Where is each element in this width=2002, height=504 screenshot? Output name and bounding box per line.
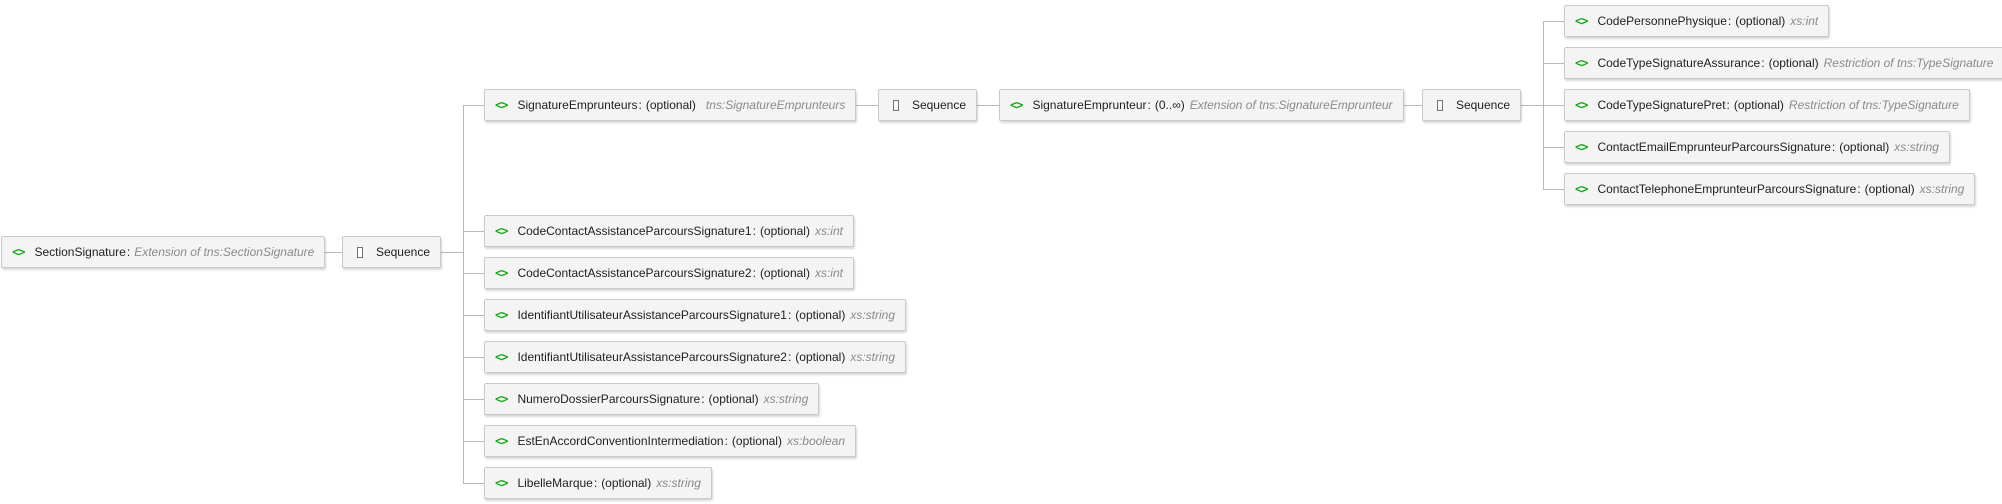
element-node-code-personne-physique[interactable]: <> CodePersonnePhysique : (optional) xs:… [1564,5,1830,37]
element-angle-brackets-icon: <> [495,350,508,364]
element-cardinality: (0..∞) [1154,98,1185,112]
element-cardinality: (optional) [708,392,759,406]
element-angle-brackets-icon: <> [495,224,508,238]
element-node-signature-emprunteur[interactable]: <> SignatureEmprunteur : (0..∞) Extensio… [999,89,1404,121]
element-separator: : [593,476,598,490]
element-type: xs:string [850,350,895,364]
element-name: SignatureEmprunteurs [517,98,638,112]
element-node-signature-emprunteurs[interactable]: <> SignatureEmprunteurs : (optional) tns… [484,89,857,121]
element-cardinality: (optional) [759,266,810,280]
element-node-section-signature[interactable]: <> SectionSignature : Extension of tns:S… [1,236,326,268]
element-cardinality: (optional) [1735,14,1786,28]
element-name: CodeContactAssistanceParcoursSignature2 [517,266,752,280]
element-node-est-en-accord[interactable]: <> EstEnAccordConventionIntermediation :… [484,425,856,457]
element-type: xs:string [656,476,701,490]
element-node-code-contact-assistance-2[interactable]: <> CodeContactAssistanceParcoursSignatur… [484,257,854,289]
element-node-contact-telephone[interactable]: <> ContactTelephoneEmprunteurParcoursSig… [1564,173,1976,205]
element-separator: : [126,245,131,259]
element-angle-brackets-icon: <> [495,392,508,406]
element-type: xs:string [1894,140,1939,154]
element-cardinality: (optional) [645,98,696,112]
element-name: SignatureEmprunteur [1032,98,1147,112]
element-name: CodeContactAssistanceParcoursSignature1 [517,224,752,238]
element-name: CodeTypeSignatureAssurance [1597,56,1761,70]
element-angle-brackets-icon: <> [495,98,508,112]
element-node-libelle-marque[interactable]: <> LibelleMarque : (optional) xs:string [484,467,712,499]
element-name: CodeTypeSignaturePret [1597,98,1726,112]
element-separator: : [638,98,642,112]
sequence-label: Sequence [375,245,430,259]
sequence-compositor-icon [357,246,363,258]
element-cardinality: (optional) [1768,56,1819,70]
element-angle-brackets-icon: <> [1010,98,1023,112]
element-angle-brackets-icon: <> [1575,56,1588,70]
element-angle-brackets-icon: <> [1575,98,1588,112]
element-cardinality: (optional) [795,308,846,322]
element-cardinality: (optional) [731,434,782,448]
element-type: Extension of tns:SignatureEmprunteur [1189,98,1393,112]
element-name: EstEnAccordConventionIntermediation [517,434,724,448]
sequence-label: Sequence [911,98,966,112]
element-node-code-type-signature-pret[interactable]: <> CodeTypeSignaturePret : (optional) Re… [1564,89,1970,121]
element-separator: : [1857,182,1861,196]
element-angle-brackets-icon: <> [495,434,508,448]
element-angle-brackets-icon: <> [495,476,508,490]
element-node-identifiant-utilisateur-2[interactable]: <> IdentifiantUtilisateurAssistanceParco… [484,341,906,373]
element-node-code-type-signature-assurance[interactable]: <> CodeTypeSignatureAssurance : (optiona… [1564,47,2002,79]
element-node-identifiant-utilisateur-1[interactable]: <> IdentifiantUtilisateurAssistanceParco… [484,299,906,331]
sequence-label: Sequence [1455,98,1510,112]
element-cardinality: (optional) [1864,182,1915,196]
element-type: xs:int [1790,14,1819,28]
element-angle-brackets-icon: <> [1575,182,1588,196]
element-cardinality: (optional) [601,476,652,490]
element-angle-brackets-icon: <> [12,245,25,259]
element-separator: : [1831,140,1836,154]
element-name: NumeroDossierParcoursSignature [517,392,701,406]
sequence-node-1[interactable]: Sequence [342,236,441,268]
element-type: Restriction of tns:TypeSignature [1788,98,1959,112]
element-node-numero-dossier[interactable]: <> NumeroDossierParcoursSignature : (opt… [484,383,820,415]
element-angle-brackets-icon: <> [495,308,508,322]
element-separator: : [701,392,705,406]
element-name: CodePersonnePhysique [1597,14,1727,28]
element-name: LibelleMarque [517,476,593,490]
element-angle-brackets-icon: <> [1575,14,1588,28]
element-separator: : [1761,56,1765,70]
element-name: IdentifiantUtilisateurAssistanceParcours… [517,308,787,322]
element-separator: : [1726,98,1730,112]
element-type: tns:SignatureEmprunteurs [705,98,846,112]
element-type: xs:boolean [786,434,845,448]
element-separator: : [1147,98,1151,112]
element-node-contact-email[interactable]: <> ContactEmailEmprunteurParcoursSignatu… [1564,131,1950,163]
element-separator: : [752,224,756,238]
element-angle-brackets-icon: <> [495,266,508,280]
element-separator: : [752,266,756,280]
element-type: Extension of tns:SectionSignature [134,245,315,259]
element-name: IdentifiantUtilisateurAssistanceParcours… [517,350,787,364]
sequence-compositor-icon [1437,99,1443,111]
element-type: xs:string [850,308,895,322]
element-type: xs:int [814,224,843,238]
element-name: ContactEmailEmprunteurParcoursSignature [1597,140,1831,154]
element-separator: : [724,434,728,448]
sequence-node-3[interactable]: Sequence [1422,89,1521,121]
element-type: xs:int [814,266,843,280]
element-cardinality: (optional) [759,224,810,238]
element-name: ContactTelephoneEmprunteurParcoursSignat… [1597,182,1857,196]
sequence-node-2[interactable]: Sequence [878,89,977,121]
element-type: xs:string [763,392,809,406]
sequence-compositor-icon [893,99,899,111]
element-name: SectionSignature [34,245,126,259]
element-cardinality: (optional) [1733,98,1784,112]
element-cardinality: (optional) [795,350,846,364]
element-angle-brackets-icon: <> [1575,140,1588,154]
element-cardinality: (optional) [1839,140,1890,154]
element-type: Restriction of tns:TypeSignature [1823,56,1994,70]
element-type: xs:string [1919,182,1965,196]
element-separator: : [787,350,792,364]
element-node-code-contact-assistance-1[interactable]: <> CodeContactAssistanceParcoursSignatur… [484,215,854,247]
element-separator: : [1727,14,1732,28]
element-separator: : [787,308,792,322]
